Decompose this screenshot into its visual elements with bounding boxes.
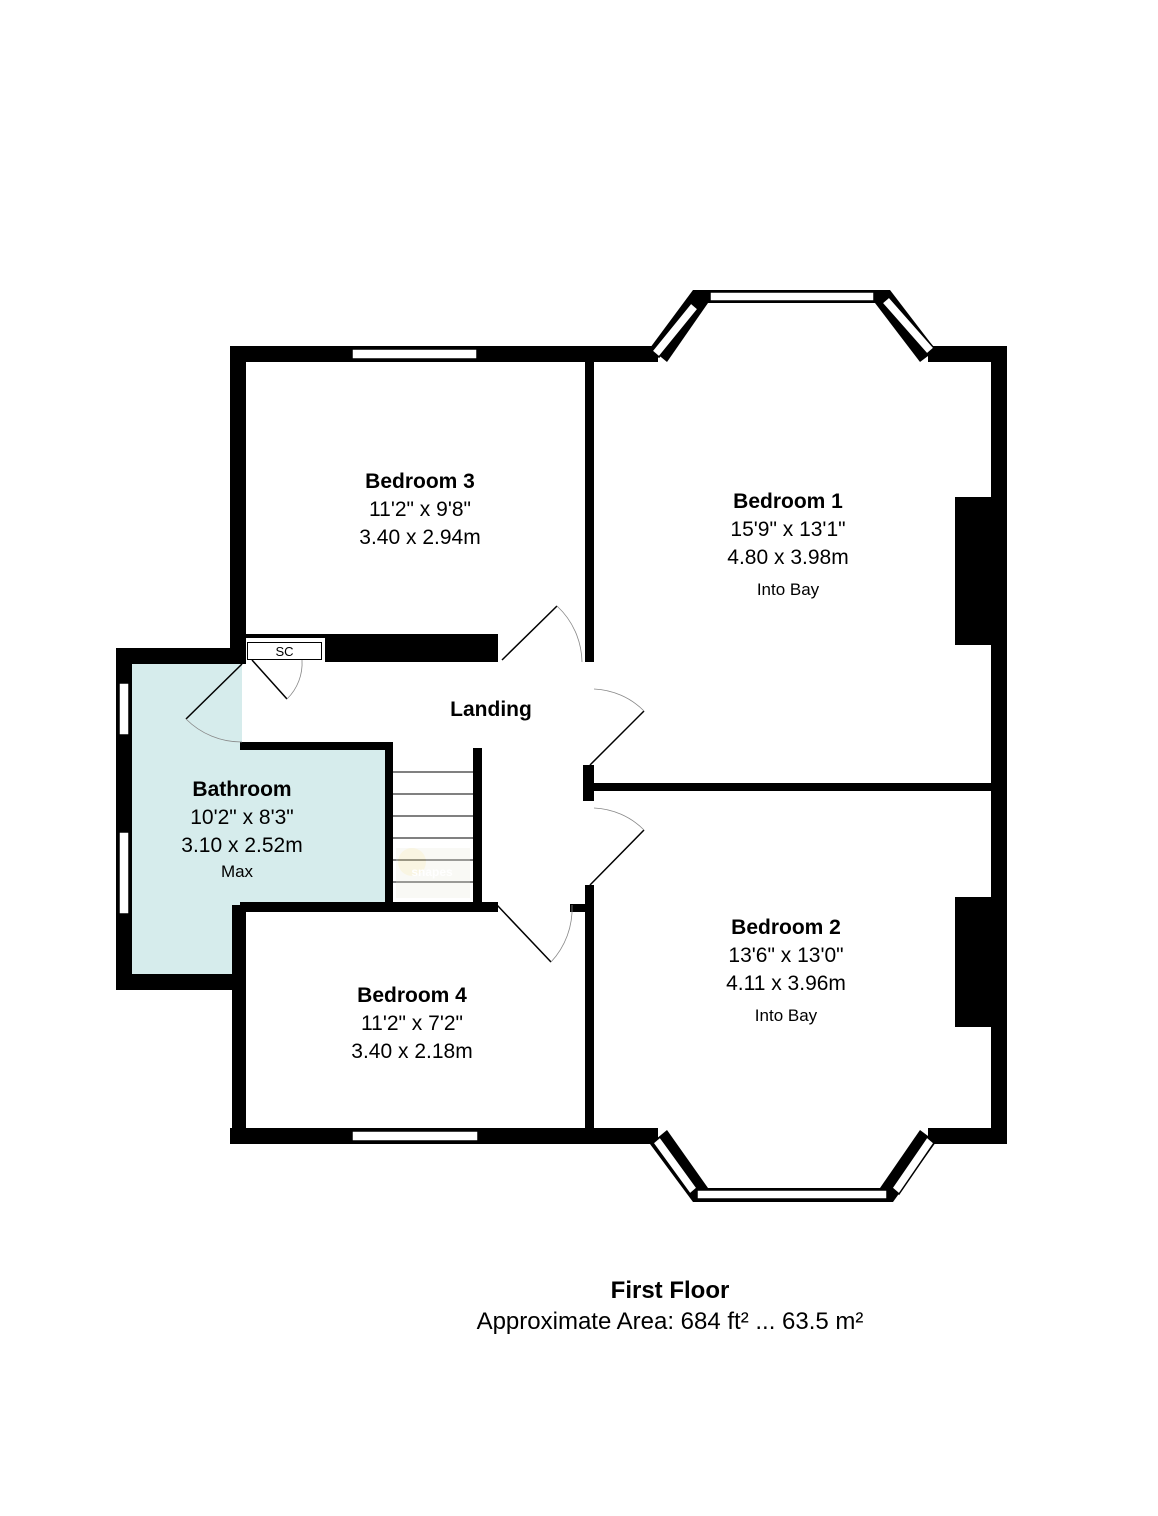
- window-bay-top-left: [650, 301, 700, 359]
- window-bedroom4: [351, 1130, 479, 1142]
- door-cupboard: [251, 659, 303, 700]
- svg-text:snapes: snapes: [411, 865, 453, 879]
- window-bay-top-right: [880, 295, 936, 356]
- room-bathroom: Bathroom 10'2" x 8'3" 3.10 x 2.52m Max: [181, 776, 302, 884]
- room-bedroom-2: Bedroom 2 13'6" x 13'0" 4.11 x 3.96m Int…: [726, 914, 846, 1028]
- window-bathroom-upper: [118, 682, 130, 736]
- floor-area: Approximate Area: 684 ft² ... 63.5 m²: [476, 1308, 864, 1335]
- room-name: Bathroom: [192, 778, 292, 801]
- room-note: Into Bay: [756, 580, 820, 599]
- room-dimensions-metric: 4.11 x 3.96m: [726, 972, 846, 995]
- door-bedroom3: [501, 605, 583, 663]
- door-bedroom1: [589, 688, 645, 766]
- room-dimensions-metric: 3.40 x 2.18m: [351, 1040, 473, 1063]
- room-name: Bedroom 1: [733, 490, 843, 513]
- floor-title: First Floor: [610, 1277, 730, 1304]
- room-dimensions-metric: 4.80 x 3.98m: [727, 546, 849, 569]
- window-bathroom-lower: [118, 831, 130, 915]
- room-dimensions-imperial: 10'2" x 8'3": [190, 806, 294, 829]
- room-note: Into Bay: [754, 1006, 818, 1025]
- room-landing: Landing: [450, 696, 532, 724]
- doors: [185, 605, 645, 963]
- room-dimensions-metric: 3.40 x 2.94m: [359, 526, 481, 549]
- room-bedroom-4: Bedroom 4 11'2" x 7'2" 3.40 x 2.18m: [351, 982, 472, 1066]
- door-bathroom: [185, 663, 243, 743]
- room-name: Bedroom 4: [357, 984, 467, 1007]
- bathroom-fill: [132, 664, 386, 976]
- window-bedroom3: [351, 348, 478, 360]
- room-dimensions-imperial: 13'6" x 13'0": [728, 944, 844, 967]
- staircase: [393, 750, 473, 902]
- floor-caption: First Floor Approximate Area: 684 ft² ..…: [477, 1276, 864, 1338]
- storage-cupboard-label: SC: [247, 642, 322, 660]
- window-bay-bottom-right: [891, 1135, 935, 1196]
- room-name: Bedroom 2: [731, 916, 841, 939]
- window-bay-top: [709, 291, 875, 302]
- room-name: Bedroom 3: [365, 470, 475, 493]
- room-note: Max: [220, 862, 254, 881]
- room-bedroom-3: Bedroom 3 11'2" x 9'8" 3.40 x 2.94m: [359, 468, 480, 552]
- door-bedroom4: [496, 904, 573, 963]
- windows: [118, 291, 936, 1200]
- room-name: Landing: [450, 698, 532, 721]
- room-dimensions-imperial: 11'2" x 9'8": [369, 498, 471, 521]
- window-bay-bottom: [696, 1189, 888, 1200]
- walls: [116, 290, 1007, 1202]
- window-bay-bottom-left: [651, 1135, 699, 1196]
- door-bedroom2: [589, 807, 645, 886]
- room-bedroom-1: Bedroom 1 15'9" x 13'1" 4.80 x 3.98m Int…: [727, 488, 848, 602]
- watermark-logo: snapes: [396, 848, 470, 898]
- room-dimensions-imperial: 15'9" x 13'1": [730, 518, 846, 541]
- room-dimensions-imperial: 11'2" x 7'2": [361, 1012, 463, 1035]
- room-dimensions-metric: 3.10 x 2.52m: [181, 834, 303, 857]
